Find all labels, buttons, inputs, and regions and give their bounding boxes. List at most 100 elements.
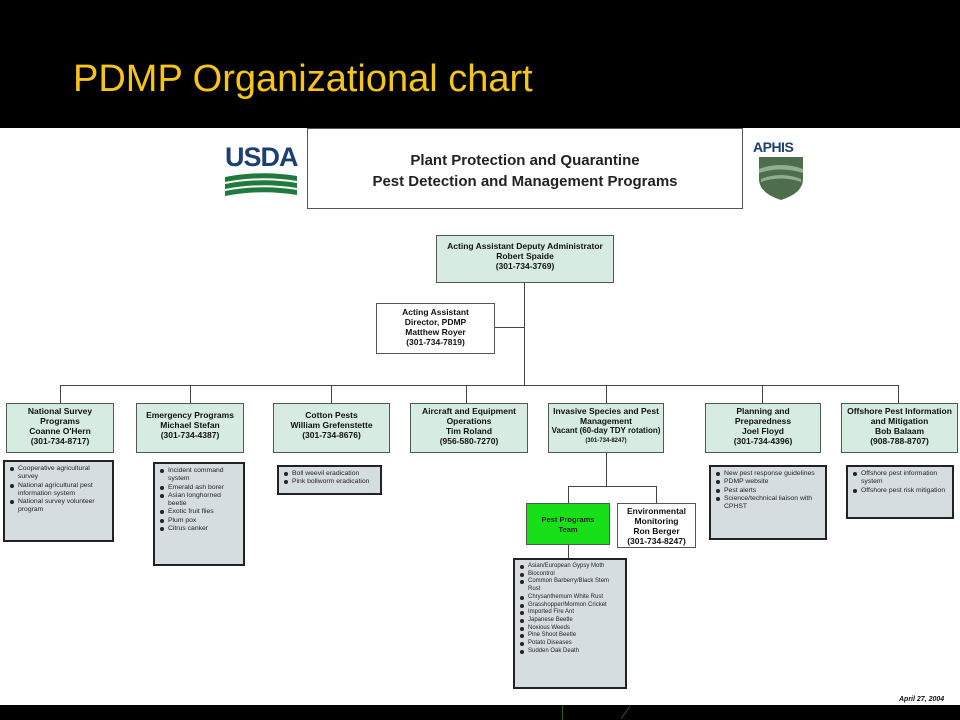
box-line: (908-788-8707) (870, 436, 929, 446)
environmental-monitoring-box: Environmental Monitoring Ron Berger (301… (617, 503, 696, 548)
box-line: (301-734-4396) (733, 436, 793, 446)
list-emergency: Incident command system Emerald ash bore… (153, 462, 245, 566)
box-line: Aircraft and Equipment (422, 406, 516, 416)
list-item: Grasshopper/Mormon Cricket (520, 602, 622, 610)
box-line: National Survey (27, 406, 93, 416)
box-line: Invasive Species and Pest (553, 406, 659, 416)
unit-box-national-survey: National Survey Programs Coanne O'Hern (… (6, 403, 114, 453)
connector-line (762, 385, 763, 403)
connector-line (606, 385, 607, 403)
list-item: Pest alerts (716, 487, 822, 495)
box-line: Ron Berger (633, 526, 680, 536)
program-header-box: Plant Protection and Quarantine Pest Det… (307, 128, 743, 209)
unit-box-planning: Planning and Preparedness Joel Floyd (30… (705, 403, 821, 453)
chart-date: April 27, 2004 (899, 696, 945, 703)
header-line-2: Pest Detection and Management Programs (372, 173, 678, 190)
box-line: (956-580-7270) (439, 436, 499, 446)
aphis-logo-text: APHIS (753, 139, 794, 155)
list-item: PDMP website (716, 478, 822, 486)
connector-line (331, 385, 332, 403)
box-line: (301-734-8247) (585, 438, 627, 444)
list-item: Noxious Weeds (520, 625, 622, 633)
list-item: Offshore pest risk mitigation (853, 487, 949, 495)
list-item: Science/technical liaison with CPHST (716, 495, 822, 512)
box-line: Emergency Programs (146, 410, 234, 420)
box-line: William Grefenstette (290, 420, 373, 430)
list-item: Incident command system (160, 467, 240, 484)
list-item: Citrus canker (160, 525, 240, 533)
box-line: Preparedness (734, 416, 792, 426)
slide-title: PDMP Organizational chart (73, 58, 533, 100)
deputy-administrator-box: Acting Assistant Deputy Administrator Ro… (436, 235, 614, 283)
list-cotton-pests: Boll weevil eradication Pink bollworm er… (277, 465, 382, 495)
slide-header (0, 0, 960, 128)
aphis-logo: APHIS (753, 137, 809, 201)
list-offshore: Offshore pest information system Offshor… (846, 465, 954, 519)
box-line: (301-734-8717) (30, 436, 90, 446)
box-line: Robert Spaide (496, 251, 554, 261)
usda-logo: USDA (225, 142, 299, 197)
aphis-shield-icon (759, 157, 803, 200)
box-line: Operations (446, 416, 492, 426)
list-item: Common Barberry/Black Stem Rust (520, 578, 622, 593)
connector-line (466, 385, 467, 403)
list-item: Cooperative agricultural survey (10, 465, 109, 482)
usda-logo-text: USDA (225, 142, 299, 172)
connector-line (568, 486, 656, 487)
slide-footer (0, 705, 960, 720)
box-line: Cotton Pests (305, 410, 358, 420)
list-item: Asian longhorned beetle (160, 492, 240, 509)
list-pest-programs: Asian/European Gypsy Moth Biocontrol Com… (513, 558, 627, 689)
box-line: Acting Assistant (402, 307, 469, 317)
box-line: (301-734-7819) (406, 337, 465, 347)
box-line: Planning and (736, 406, 790, 416)
box-line: (301-734-8247) (627, 536, 686, 546)
connector-line (60, 385, 61, 403)
usda-swoosh-icon (225, 171, 297, 197)
list-item: Offshore pest information system (853, 470, 949, 487)
connector-line (898, 385, 899, 403)
list-item: New pest response guidelines (716, 470, 822, 478)
list-item: Exotic fruit flies (160, 508, 240, 516)
box-line: Tim Roland (445, 426, 493, 436)
list-item: Emerald ash borer (160, 484, 240, 492)
box-line: Offshore Pest Information (847, 406, 952, 416)
list-item: Pink bollworm eradication (284, 478, 377, 486)
box-line: Programs (40, 416, 80, 426)
connector-line (60, 385, 898, 386)
list-item: Japanese Beetle (520, 617, 622, 625)
box-line: Vacant (60-day TDY rotation) (551, 426, 661, 435)
list-item: Plum pox (160, 517, 240, 525)
list-item: Chrysanthemum White Rust (520, 594, 622, 602)
box-line: Acting Assistant Deputy Administrator (447, 241, 603, 251)
list-item: National survey volunteer program (10, 498, 109, 515)
box-line: Director, PDMP (404, 317, 467, 327)
list-planning: New pest response guidelines PDMP websit… (709, 465, 827, 540)
box-line: Coanne O'Hern (29, 426, 91, 436)
box-line: Monitoring (634, 516, 679, 526)
box-line: Joel Floyd (741, 426, 785, 436)
list-national-survey: Cooperative agricultural survey National… (3, 460, 114, 542)
list-item: Asian/European Gypsy Moth (520, 563, 622, 571)
box-line: (301-734-8676) (302, 430, 361, 440)
header-line-1: Plant Protection and Quarantine (410, 152, 640, 169)
list-item: Sudden Oak Death (520, 648, 622, 656)
connector-line (495, 327, 524, 328)
unit-box-invasive-species: Invasive Species and Pest Management Vac… (548, 403, 664, 453)
pest-programs-team-box: Pest Programs Team (526, 503, 610, 545)
box-line: (301-734-4387) (160, 430, 220, 440)
box-line: Bob Balaam (874, 426, 925, 436)
assistant-director-box: Acting Assistant Director, PDMP Matthew … (376, 303, 495, 354)
box-line: (301-734-3769) (495, 261, 555, 271)
unit-box-emergency: Emergency Programs Michael Stefan (301-7… (136, 403, 244, 453)
box-line: Matthew Royer (405, 327, 466, 337)
connector-line (190, 385, 191, 403)
list-item: Boll weevil eradication (284, 470, 377, 478)
box-line: Team (558, 525, 578, 534)
list-item: Potato Diseases (520, 640, 622, 648)
box-line: and Mitigation (870, 416, 929, 426)
connector-line (568, 545, 569, 558)
connector-line (656, 486, 657, 503)
list-item: Imported Fire Ant (520, 609, 622, 617)
box-line: Pest Programs (541, 515, 595, 524)
